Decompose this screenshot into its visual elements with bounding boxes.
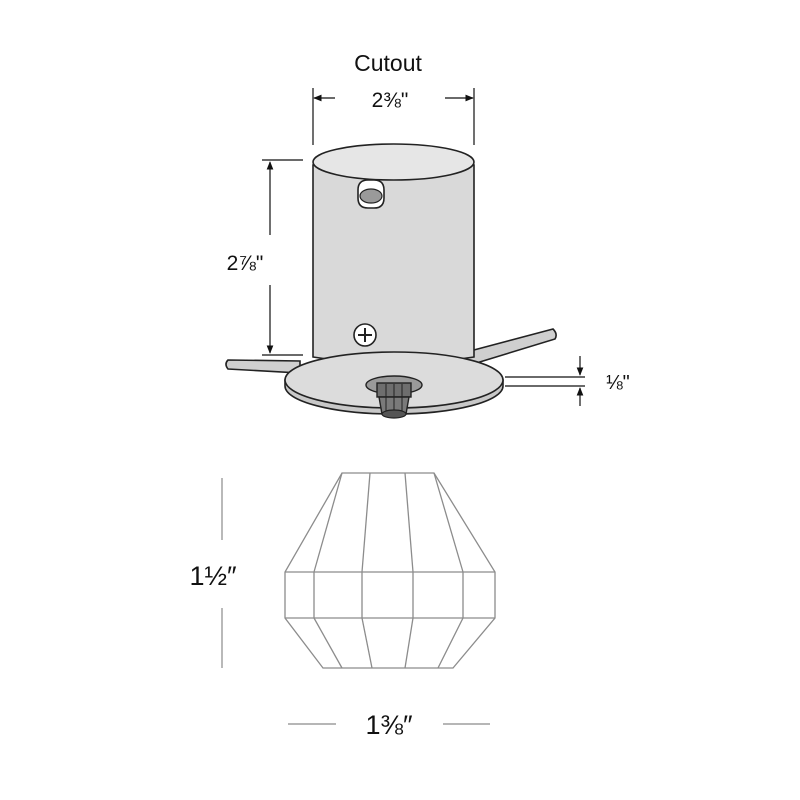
housing-body xyxy=(312,164,475,365)
flange-thickness-label: ⅛" xyxy=(606,372,630,394)
flange-thickness-dimension: ⅛" xyxy=(505,356,630,406)
housing-height-label: 2⅞" xyxy=(227,252,264,275)
right-mounting-clip xyxy=(453,328,557,369)
cutout-width-label: 2⅜" xyxy=(372,89,409,112)
ground-screw xyxy=(353,323,377,347)
slot-screw xyxy=(359,188,383,204)
cutout-dimension: Cutout 2⅜" xyxy=(312,50,475,145)
left-mounting-clip xyxy=(225,359,301,374)
faceted-shade xyxy=(284,472,496,669)
shade-width-label: 1⅜″ xyxy=(365,710,413,740)
lamp-socket xyxy=(365,375,423,419)
shade-outline xyxy=(284,472,496,669)
housing-top xyxy=(312,143,475,181)
shade-height-dimension: 1½″ xyxy=(189,478,237,668)
shade-height-label: 1½″ xyxy=(189,561,237,591)
housing-height-dimension: 2⅞" xyxy=(227,159,303,356)
recessed-housing xyxy=(225,143,557,419)
cutout-label: Cutout xyxy=(354,50,422,76)
shade-width-dimension: 1⅜″ xyxy=(288,710,490,740)
